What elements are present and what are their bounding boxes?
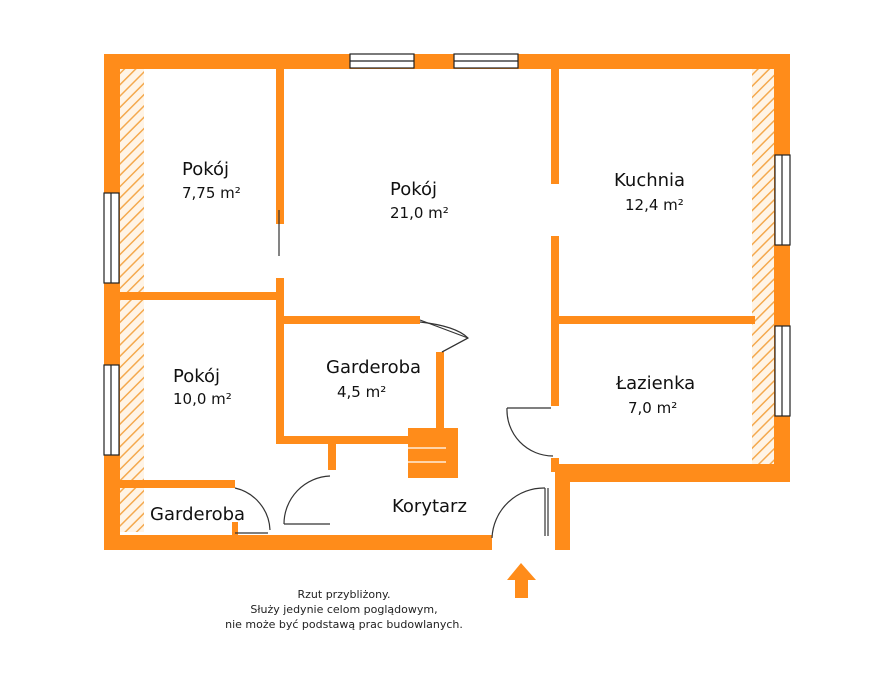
room-area-pokoj-large: 21,0 m²: [390, 204, 449, 222]
wall-entry-right: [555, 464, 570, 550]
note-line-1: Rzut przybliżony.: [298, 588, 391, 601]
wall-lower-room-bottom: [120, 480, 235, 488]
walls: [104, 54, 790, 550]
door-wardrobe-small: [234, 487, 271, 534]
room-name-pokoj-large: Pokój: [390, 179, 437, 200]
wall-room1-bottom: [120, 292, 282, 300]
window-top-1: [349, 53, 415, 69]
disclaimer-note: Rzut przybliżony. Służy jedynie celom po…: [225, 588, 463, 631]
wall-wardrobe-bottom: [276, 436, 458, 444]
arrow-up-icon: [507, 563, 536, 598]
room-area-pokoj-small: 7,75 m²: [182, 184, 241, 202]
room-name-pokoj-small: Pokój: [182, 159, 229, 180]
wall-left: [104, 54, 120, 550]
room-name-korytarz: Korytarz: [392, 496, 467, 517]
room-name-lazienka: Łazienka: [615, 373, 695, 394]
wall-corridor-left-upper: [328, 444, 336, 470]
stairs: [408, 447, 446, 463]
room-name-garderoba-center: Garderoba: [326, 357, 421, 378]
room-name-pokoj-lower: Pokój: [173, 366, 220, 387]
room-name-garderoba-small: Garderoba: [150, 504, 245, 525]
wall-wardrobe-small-right: [232, 522, 238, 536]
window-right-1: [774, 154, 791, 246]
room-name-kuchnia: Kuchnia: [614, 170, 685, 191]
stairs-block: [408, 428, 458, 478]
room-area-pokoj-lower: 10,0 m²: [173, 390, 232, 408]
window-right-2: [774, 325, 791, 417]
wall-top: [104, 54, 790, 69]
note-line-3: nie może być podstawą prac budowlanych.: [225, 618, 463, 631]
window-left-2: [103, 364, 120, 456]
door-lower-room: [283, 475, 331, 525]
room-area-kuchnia: 12,4 m²: [625, 196, 684, 214]
door-wardrobe-center: [419, 319, 469, 353]
windows: [103, 53, 791, 456]
wall-wardrobe-top: [276, 316, 420, 324]
window-left-1: [103, 192, 120, 284]
hatch-right: [752, 68, 774, 464]
wall-bottom-left: [104, 535, 492, 550]
room-labels: Pokój 7,75 m² Pokój 21,0 m² Kuchnia 12,4…: [150, 159, 695, 525]
room-area-lazienka: 7,0 m²: [628, 399, 677, 417]
door-bathroom: [506, 407, 554, 457]
wall-right: [774, 54, 790, 482]
wall-kitchen-bottom: [555, 316, 755, 324]
wall-bathroom-bottom: [555, 464, 790, 482]
window-top-2: [453, 53, 519, 69]
room-area-garderoba-center: 4,5 m²: [337, 383, 386, 401]
wall-bathroom-left: [551, 458, 559, 472]
wall-wardrobe-left: [276, 316, 284, 444]
wall-wardrobe-right: [436, 352, 444, 442]
door-entrance: [491, 487, 549, 539]
wall-room1-right-upper: [276, 68, 284, 224]
note-line-2: Służy jedynie celom poglądowym,: [250, 603, 437, 616]
doors: [234, 210, 554, 539]
wall-kitchen-left-upper: [551, 68, 559, 184]
